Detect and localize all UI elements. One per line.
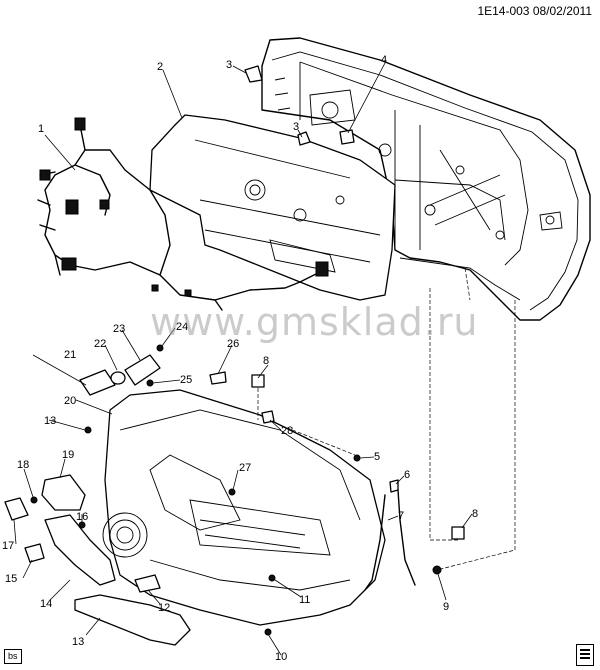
screw-5 [353,454,361,462]
screw-13 [84,426,92,434]
clip-28 [261,410,275,424]
clip-6 [389,479,399,493]
callout-12: 12 [158,602,170,614]
rod-7 [364,494,386,591]
callout-25: 25 [180,374,192,386]
handle-19 [41,474,86,511]
callout-19: 19 [62,449,74,461]
document-icon [576,644,594,666]
callout-17: 17 [2,540,14,552]
clip-3-upper [244,65,263,83]
retainer-26 [209,371,227,385]
callout-23: 23 [113,323,125,335]
water-deflector [149,114,396,301]
callout-9: 9 [443,601,449,613]
alignment-lines [257,267,516,571]
diagram-code: 1E14-003 [477,4,530,18]
callout-24: 24 [176,321,188,333]
callout-5: 5 [374,451,380,463]
screw-27 [228,488,236,496]
bracket-4 [339,129,355,145]
wiring-harness [37,117,329,311]
callout-labels: 1 2 3 3 4 5 6 7 8 8 9 10 11 12 13 13 14 … [2,54,478,663]
diagram-id: 1E14-003 08/02/2011 [477,4,592,18]
armrest-13 [74,594,191,646]
pad-8-upper [251,374,265,388]
callout-22: 22 [94,338,106,350]
callout-1: 1 [38,123,44,135]
callout-8-lower: 8 [472,508,478,520]
footer-tag: bs [4,649,22,664]
callout-7: 7 [398,510,404,522]
switch-22 [110,371,126,385]
clip-25 [146,379,154,387]
callout-4: 4 [381,54,387,66]
callout-10: 10 [275,651,287,663]
callout-8-upper: 8 [263,355,269,367]
screw-11 [268,574,276,582]
escutcheon-17 [4,497,29,521]
pad-8-lower [451,526,465,540]
callout-2: 2 [157,61,163,73]
plug-12 [134,574,161,593]
callout-15: 15 [5,573,17,585]
bezel-21 [79,369,116,396]
screw-18 [30,496,38,504]
callout-18: 18 [17,459,29,471]
callout-20: 20 [64,395,76,407]
watermark-text: www.gmsklad.ru [150,300,479,344]
callout-13-screw: 13 [44,415,56,427]
small-parts [4,65,465,646]
callout-16: 16 [76,511,88,523]
screw-10 [264,628,272,636]
leader-lines [13,62,473,656]
callout-27: 27 [239,462,251,474]
bracket-14 [44,514,116,586]
callout-11: 11 [299,594,310,606]
callout-21: 21 [64,349,76,361]
callout-14: 14 [40,598,52,610]
callout-3-upper: 3 [226,59,232,71]
callout-28: 28 [281,425,293,437]
callout-13-armrest: 13 [72,636,84,648]
cover-23 [124,354,161,386]
callout-6: 6 [404,469,410,481]
callout-26: 26 [227,338,239,350]
door-trim-panel [102,389,386,626]
callout-3-lower: 3 [293,121,299,133]
screw-24 [156,344,164,352]
switch-15 [24,543,45,563]
diagram-date: 08/02/2011 [532,4,592,18]
